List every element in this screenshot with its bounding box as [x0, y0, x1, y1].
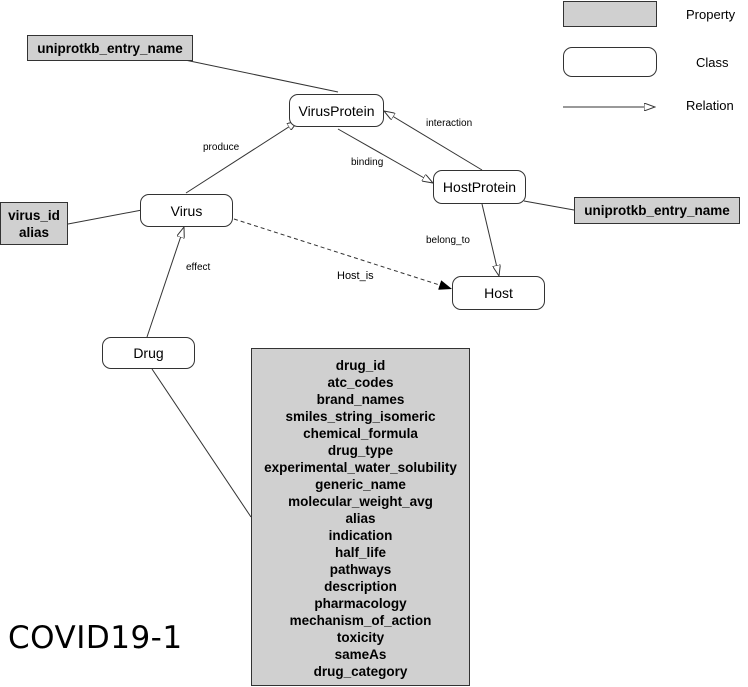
- property-item: pharmacology: [314, 595, 407, 611]
- label-produce: produce: [203, 142, 240, 153]
- edge-produce: [185, 121, 298, 194]
- property-uniprotkb-entry-name: uniprotkb_entry_name: [37, 40, 183, 56]
- label-binding: binding: [351, 157, 384, 168]
- property-virus: virus_id alias: [0, 202, 68, 245]
- property-uniprotkb-entry-name: uniprotkb_entry_name: [584, 203, 730, 218]
- edge-hostprotein-property: [523, 200, 575, 211]
- property-item: toxicity: [336, 629, 385, 645]
- legend-class-swatch: [563, 47, 657, 77]
- property-item: drug_id: [335, 357, 386, 373]
- property-hostprotein: uniprotkb_entry_name: [574, 197, 740, 224]
- property-drug: drug_id atc_codes brand_names smiles_str…: [251, 348, 470, 686]
- edge-belong-to: [481, 203, 499, 276]
- property-item: drug_type: [327, 442, 394, 458]
- property-item: experimental_water_solubility: [264, 459, 457, 475]
- class-drug[interactable]: Drug: [102, 337, 195, 369]
- legend-property-swatch: [563, 1, 657, 27]
- property-item: brand_names: [316, 391, 405, 407]
- property-item: half_life: [334, 544, 386, 560]
- property-virus-id: virus_id: [8, 207, 60, 223]
- class-hostprotein[interactable]: HostProtein: [433, 170, 526, 204]
- property-item: chemical_formula: [303, 425, 418, 441]
- edge-host-is: [233, 218, 453, 290]
- edge-virus-property: [67, 209, 143, 225]
- property-item: pathways: [329, 561, 392, 577]
- edge-interaction: [384, 111, 483, 171]
- edge-virusprotein-property: [184, 59, 339, 93]
- class-virusprotein[interactable]: VirusProtein: [289, 94, 384, 127]
- class-virus[interactable]: Virus: [140, 194, 233, 227]
- edge-binding: [337, 128, 433, 183]
- property-item: description: [324, 578, 397, 594]
- property-item: smiles_string_isomeric: [285, 408, 436, 424]
- property-item: alias: [345, 510, 376, 526]
- property-item: molecular_weight_avg: [288, 493, 433, 509]
- class-host[interactable]: Host: [452, 276, 545, 310]
- legend-property-label: Property: [686, 7, 736, 22]
- label-interaction: interaction: [426, 118, 473, 129]
- label-belong-to: belong_to: [426, 235, 470, 246]
- property-item: sameAs: [334, 646, 387, 662]
- property-virusprotein: uniprotkb_entry_name: [27, 35, 193, 61]
- label-effect: effect: [186, 262, 211, 273]
- property-item: atc_codes: [327, 374, 394, 390]
- property-item: drug_category: [313, 663, 408, 679]
- legend-relation-label: Relation: [686, 98, 734, 113]
- property-item: generic_name: [315, 476, 406, 492]
- property-item: mechanism_of_action: [289, 612, 432, 628]
- edge-effect: [146, 227, 184, 338]
- label-host-is: Host_is: [337, 270, 374, 282]
- legend-class-label: Class: [696, 55, 729, 70]
- property-item: indication: [328, 527, 393, 543]
- property-alias: alias: [18, 224, 50, 240]
- diagram-caption: COVID19-1: [8, 620, 183, 656]
- edge-drug-property: [151, 368, 252, 518]
